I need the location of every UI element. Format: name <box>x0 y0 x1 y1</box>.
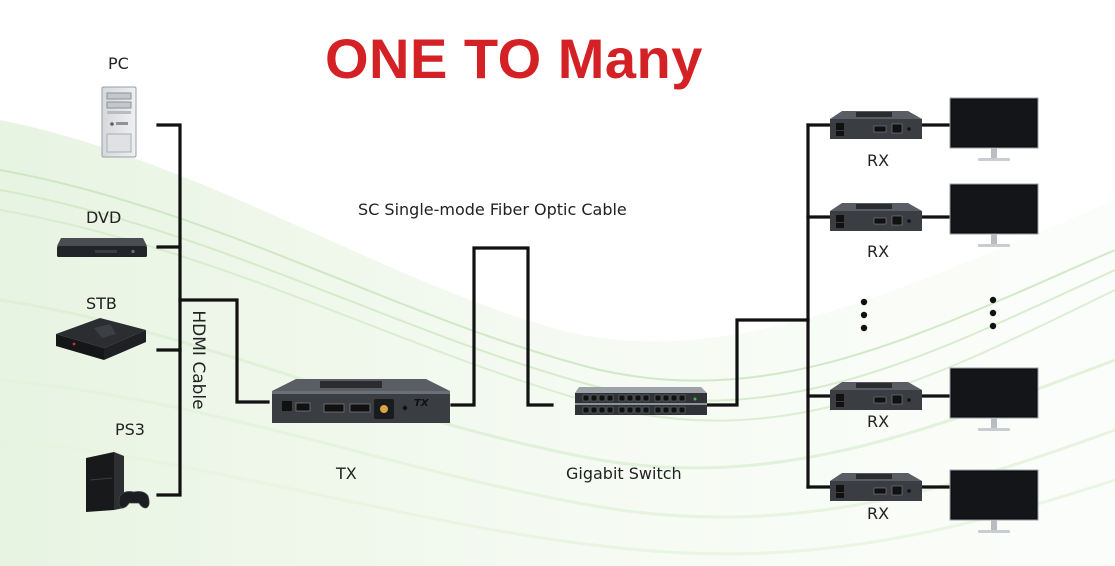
set-top-box-icon <box>56 318 146 360</box>
source-label-ps3: PS3 <box>115 420 145 439</box>
rx-label: RX <box>867 504 890 523</box>
rx-label: RX <box>867 151 890 170</box>
tx-badge: TX <box>414 398 429 409</box>
monitor-icon <box>949 97 1039 161</box>
page-title: ONE TO Many <box>325 27 703 90</box>
switch-label: Gigabit Switch <box>566 464 682 483</box>
tx-label: TX <box>336 464 357 483</box>
hdmi-cable-line <box>178 298 270 404</box>
hdmi-cable-label: HDMI Cable <box>188 310 208 410</box>
hdmi-cable-line <box>156 123 182 497</box>
monitor-icon <box>949 183 1039 247</box>
transmitter-device-icon <box>272 379 450 423</box>
fiber-cable-label: SC Single-mode Fiber Optic Cable <box>358 200 627 219</box>
rx-label: RX <box>867 412 890 431</box>
receiver-device-icon <box>830 111 922 139</box>
source-label-stb: STB <box>86 294 117 313</box>
fiber-cable-line <box>450 246 554 407</box>
dvd-player-icon <box>57 238 147 257</box>
ellipsis-dots <box>860 296 997 332</box>
receiver-device-icon <box>830 382 922 410</box>
rx-label: RX <box>867 242 890 261</box>
pc-tower-icon <box>101 86 137 158</box>
source-label-dvd: DVD <box>86 208 122 227</box>
source-label-pc: PC <box>108 54 129 73</box>
receiver-device-icon <box>830 473 922 501</box>
monitor-icon <box>949 469 1039 533</box>
monitor-icon <box>949 367 1039 431</box>
receiver-device-icon <box>830 203 922 231</box>
gigabit-switch-icon <box>575 387 707 415</box>
network-cable-line <box>704 318 810 407</box>
ps3-console-icon <box>86 452 150 512</box>
